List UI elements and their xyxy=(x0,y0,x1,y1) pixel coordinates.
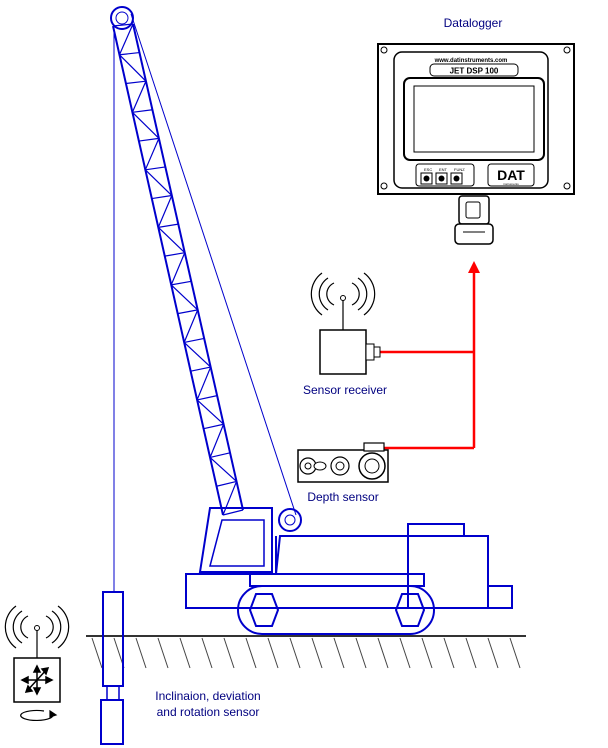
kelly-bar xyxy=(100,26,124,745)
crane-body xyxy=(185,507,513,635)
boom-lattice-diagonal xyxy=(144,169,173,196)
cross-arrows-icon xyxy=(20,664,54,696)
boom-lattice-strut xyxy=(138,137,159,142)
boom-lattice-strut xyxy=(209,452,231,459)
boom-lattice-strut xyxy=(112,23,134,27)
wireless-signal-icon xyxy=(4,605,70,649)
button-label-esc: ESC xyxy=(424,167,432,172)
boom-lattice-strut xyxy=(222,509,244,516)
datalogger-model: JET DSP 100 xyxy=(450,67,499,76)
depth-sensor xyxy=(297,442,389,483)
boom-lattice-diagonal xyxy=(196,399,224,425)
ground-hatch-line xyxy=(289,637,301,669)
datalogger-buttons xyxy=(420,172,463,185)
ground-hatch-line xyxy=(245,637,257,669)
boom-lattice-strut xyxy=(151,194,172,200)
boom-lattice-strut xyxy=(203,423,224,430)
boom-lattice-diagonal xyxy=(170,252,186,286)
ground-hatch-line xyxy=(157,637,169,669)
wireless-signal-icon xyxy=(310,272,376,316)
boom-lattice-strut xyxy=(145,166,166,171)
boom-lattice-diagonal xyxy=(118,23,134,56)
boom-lattice-strut xyxy=(132,109,153,113)
ground-hatch-line xyxy=(487,637,499,669)
ground-hatch-line xyxy=(443,637,455,669)
ground-hatch-line xyxy=(135,637,147,669)
boom-lattice-strut xyxy=(184,337,205,344)
ground-hatch-line xyxy=(465,637,477,669)
ground-hatch-line xyxy=(399,637,411,669)
boom-lattice-diagonal xyxy=(209,424,225,458)
datalogger-website: www.datinstruments.com xyxy=(434,58,508,64)
ground-hatch-line xyxy=(377,637,389,669)
boom-lattice-diagonal xyxy=(144,138,160,171)
ground-hatch-line xyxy=(179,637,191,669)
boom-lattice-diagonal xyxy=(183,341,212,368)
boom-lattice-strut xyxy=(196,395,218,401)
ground-hatch-line xyxy=(91,637,103,669)
dat-logo: DAT xyxy=(497,167,525,183)
ground-hatch-line xyxy=(223,637,235,669)
boom-lattice-strut xyxy=(190,366,211,372)
boom-lattice-diagonal xyxy=(196,366,212,401)
boom-lattice-diagonal xyxy=(131,80,147,113)
inclination-sensor-label-line1: Inclinaion, deviation xyxy=(155,689,260,703)
wire-rope xyxy=(130,13,297,516)
boom-lattice-diagonal xyxy=(170,284,199,311)
button-label-funz: FUNZ xyxy=(454,167,465,172)
dat-logo-subtitle: instruments xyxy=(503,182,519,186)
datalogger-unit: www.datinstruments.com JET DSP 100 ESC E… xyxy=(377,43,575,245)
ground-hatch-line xyxy=(333,637,345,669)
ground-hatch-line xyxy=(355,637,367,669)
boom-lattice-diagonal xyxy=(209,457,237,482)
boom-lattice-diagonal xyxy=(222,481,238,516)
boom-lattice-strut xyxy=(119,51,140,56)
boom-lattice-strut xyxy=(164,252,185,257)
arrow-up-icon xyxy=(468,261,480,273)
boom-lattice-strut xyxy=(177,309,198,315)
inclination-sensor xyxy=(4,605,70,722)
rotation-arrow-icon xyxy=(20,709,58,722)
boom-lattice-diagonal xyxy=(119,54,147,82)
crane-boom xyxy=(110,6,244,516)
ground-hatch-line xyxy=(509,637,521,669)
ground-hatch-line xyxy=(267,637,279,669)
boom-lattice-diagonal xyxy=(183,309,199,343)
boom-lattice-strut xyxy=(171,280,192,286)
ground-hatch-line xyxy=(311,637,323,669)
boom-lattice-strut xyxy=(158,223,179,228)
boom-lattice-strut xyxy=(216,480,237,487)
ground xyxy=(86,635,526,669)
inclination-sensor-label-line2: and rotation sensor xyxy=(157,705,260,719)
signal-cables xyxy=(370,272,476,450)
sensor-receiver xyxy=(310,272,381,375)
depth-sensor-label: Depth sensor xyxy=(307,490,378,504)
boom-lattice-strut xyxy=(125,80,147,85)
sensor-receiver-label: Sensor receiver xyxy=(303,383,387,397)
boom-lattice-diagonal xyxy=(157,195,173,228)
ground-hatch-line xyxy=(421,637,433,669)
boom-lattice-diagonal xyxy=(157,226,186,254)
datalogger-label: Datalogger xyxy=(444,16,503,30)
ground-hatch-line xyxy=(201,637,213,669)
button-label-ent: ENT xyxy=(439,167,448,172)
boom-lattice-diagonal xyxy=(131,111,160,139)
